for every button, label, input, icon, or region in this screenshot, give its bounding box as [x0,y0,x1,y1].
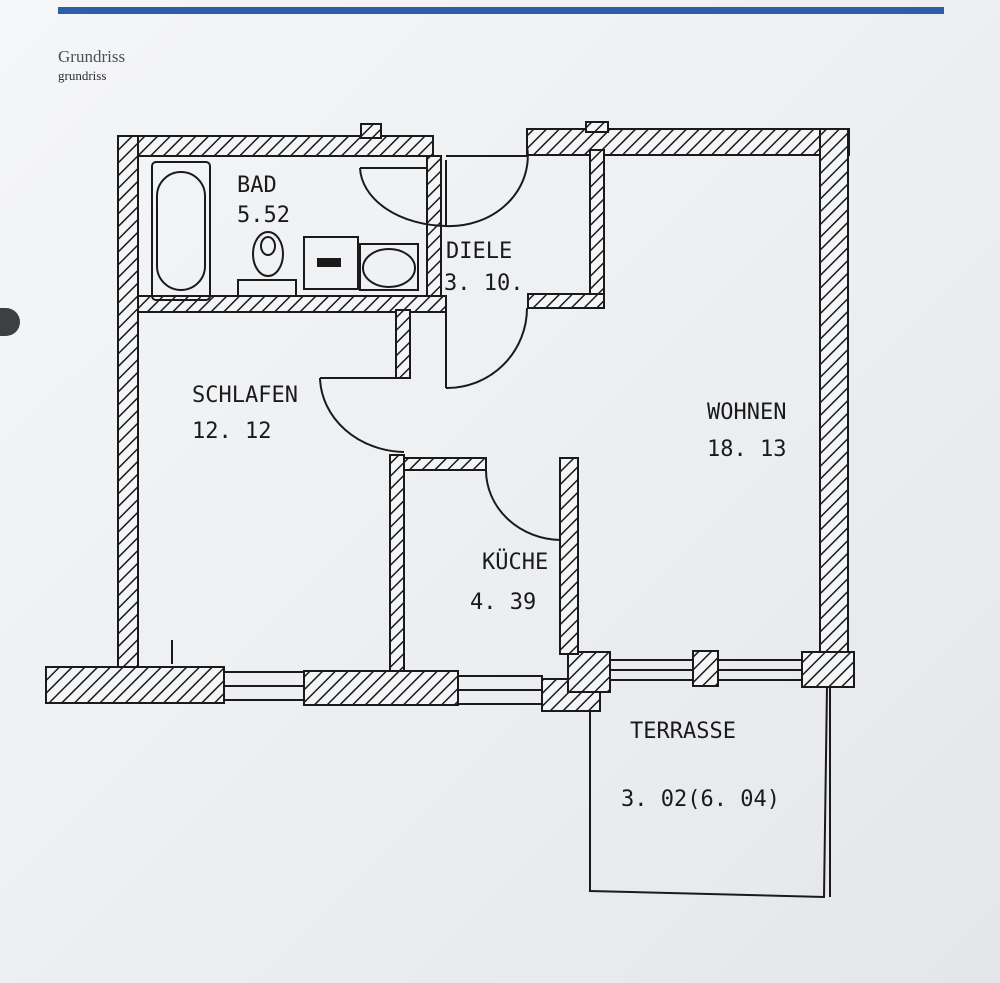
pillar-right [801,651,855,688]
exterior-walls [45,121,855,712]
toilet-icon [252,231,284,277]
bathtub-icon [151,161,211,301]
wall-diele-right [589,149,605,303]
room-kueche-area: 4. 39 [470,590,536,615]
room-wohnen-area: 18. 13 [707,437,786,462]
pillar-left [567,651,611,693]
header-rule [58,7,944,14]
terrace-outline [589,685,831,899]
room-diele-name: DIELE [446,239,512,264]
wall-schlafen-lower [389,454,405,672]
door-diele-swing [445,307,528,390]
wall-chimney [360,123,382,139]
wall-bottom-2 [303,670,459,706]
windows [223,659,803,705]
pillar-middle [692,650,719,687]
sink-icon [359,243,419,291]
room-schlafen-name: SCHLAFEN [192,383,298,408]
caption-title: Grundriss [58,47,126,66]
wall-right [819,128,849,656]
wall-schlafen-upper [395,309,411,379]
wall-bottom-1 [45,666,225,704]
bathtub-basin [156,171,206,291]
wall-diele-bottom [527,293,605,309]
door-swings [171,145,561,664]
wall-left [117,135,139,672]
room-terrasse-area: 3. 02(6. 04) [621,787,780,812]
room-schlafen-area: 12. 12 [192,419,271,444]
door-kitchen-swing [485,469,561,541]
room-labels: BAD 5.52 DIELE 3. 10. SCHLAFEN 12. 12 WO… [192,173,786,812]
washing-machine-icon [303,236,359,290]
door-bad-swing [359,167,447,227]
room-terrasse-name: TERRASSE [630,719,736,744]
toilet-tank [237,279,297,297]
door-schlafen-swing [319,377,405,453]
punch-hole [0,308,20,336]
wall-top-right [526,128,850,156]
room-wohnen-name: WOHNEN [707,400,786,425]
wall-kitchen-top [403,457,487,471]
interior-walls [137,149,605,672]
room-bad-name: BAD [237,173,277,198]
wall-top-left [132,135,434,157]
door-entry-swing [445,145,529,228]
wall-stub-top [585,121,609,133]
wall-kitchen-right [559,457,579,655]
room-kueche-name: KÜCHE [482,549,548,575]
caption-subtitle: grundriss [58,68,107,83]
room-bad-area: 5.52 [237,203,290,228]
bathroom-fixtures [151,161,419,301]
room-diele-area: 3. 10. [444,271,523,296]
